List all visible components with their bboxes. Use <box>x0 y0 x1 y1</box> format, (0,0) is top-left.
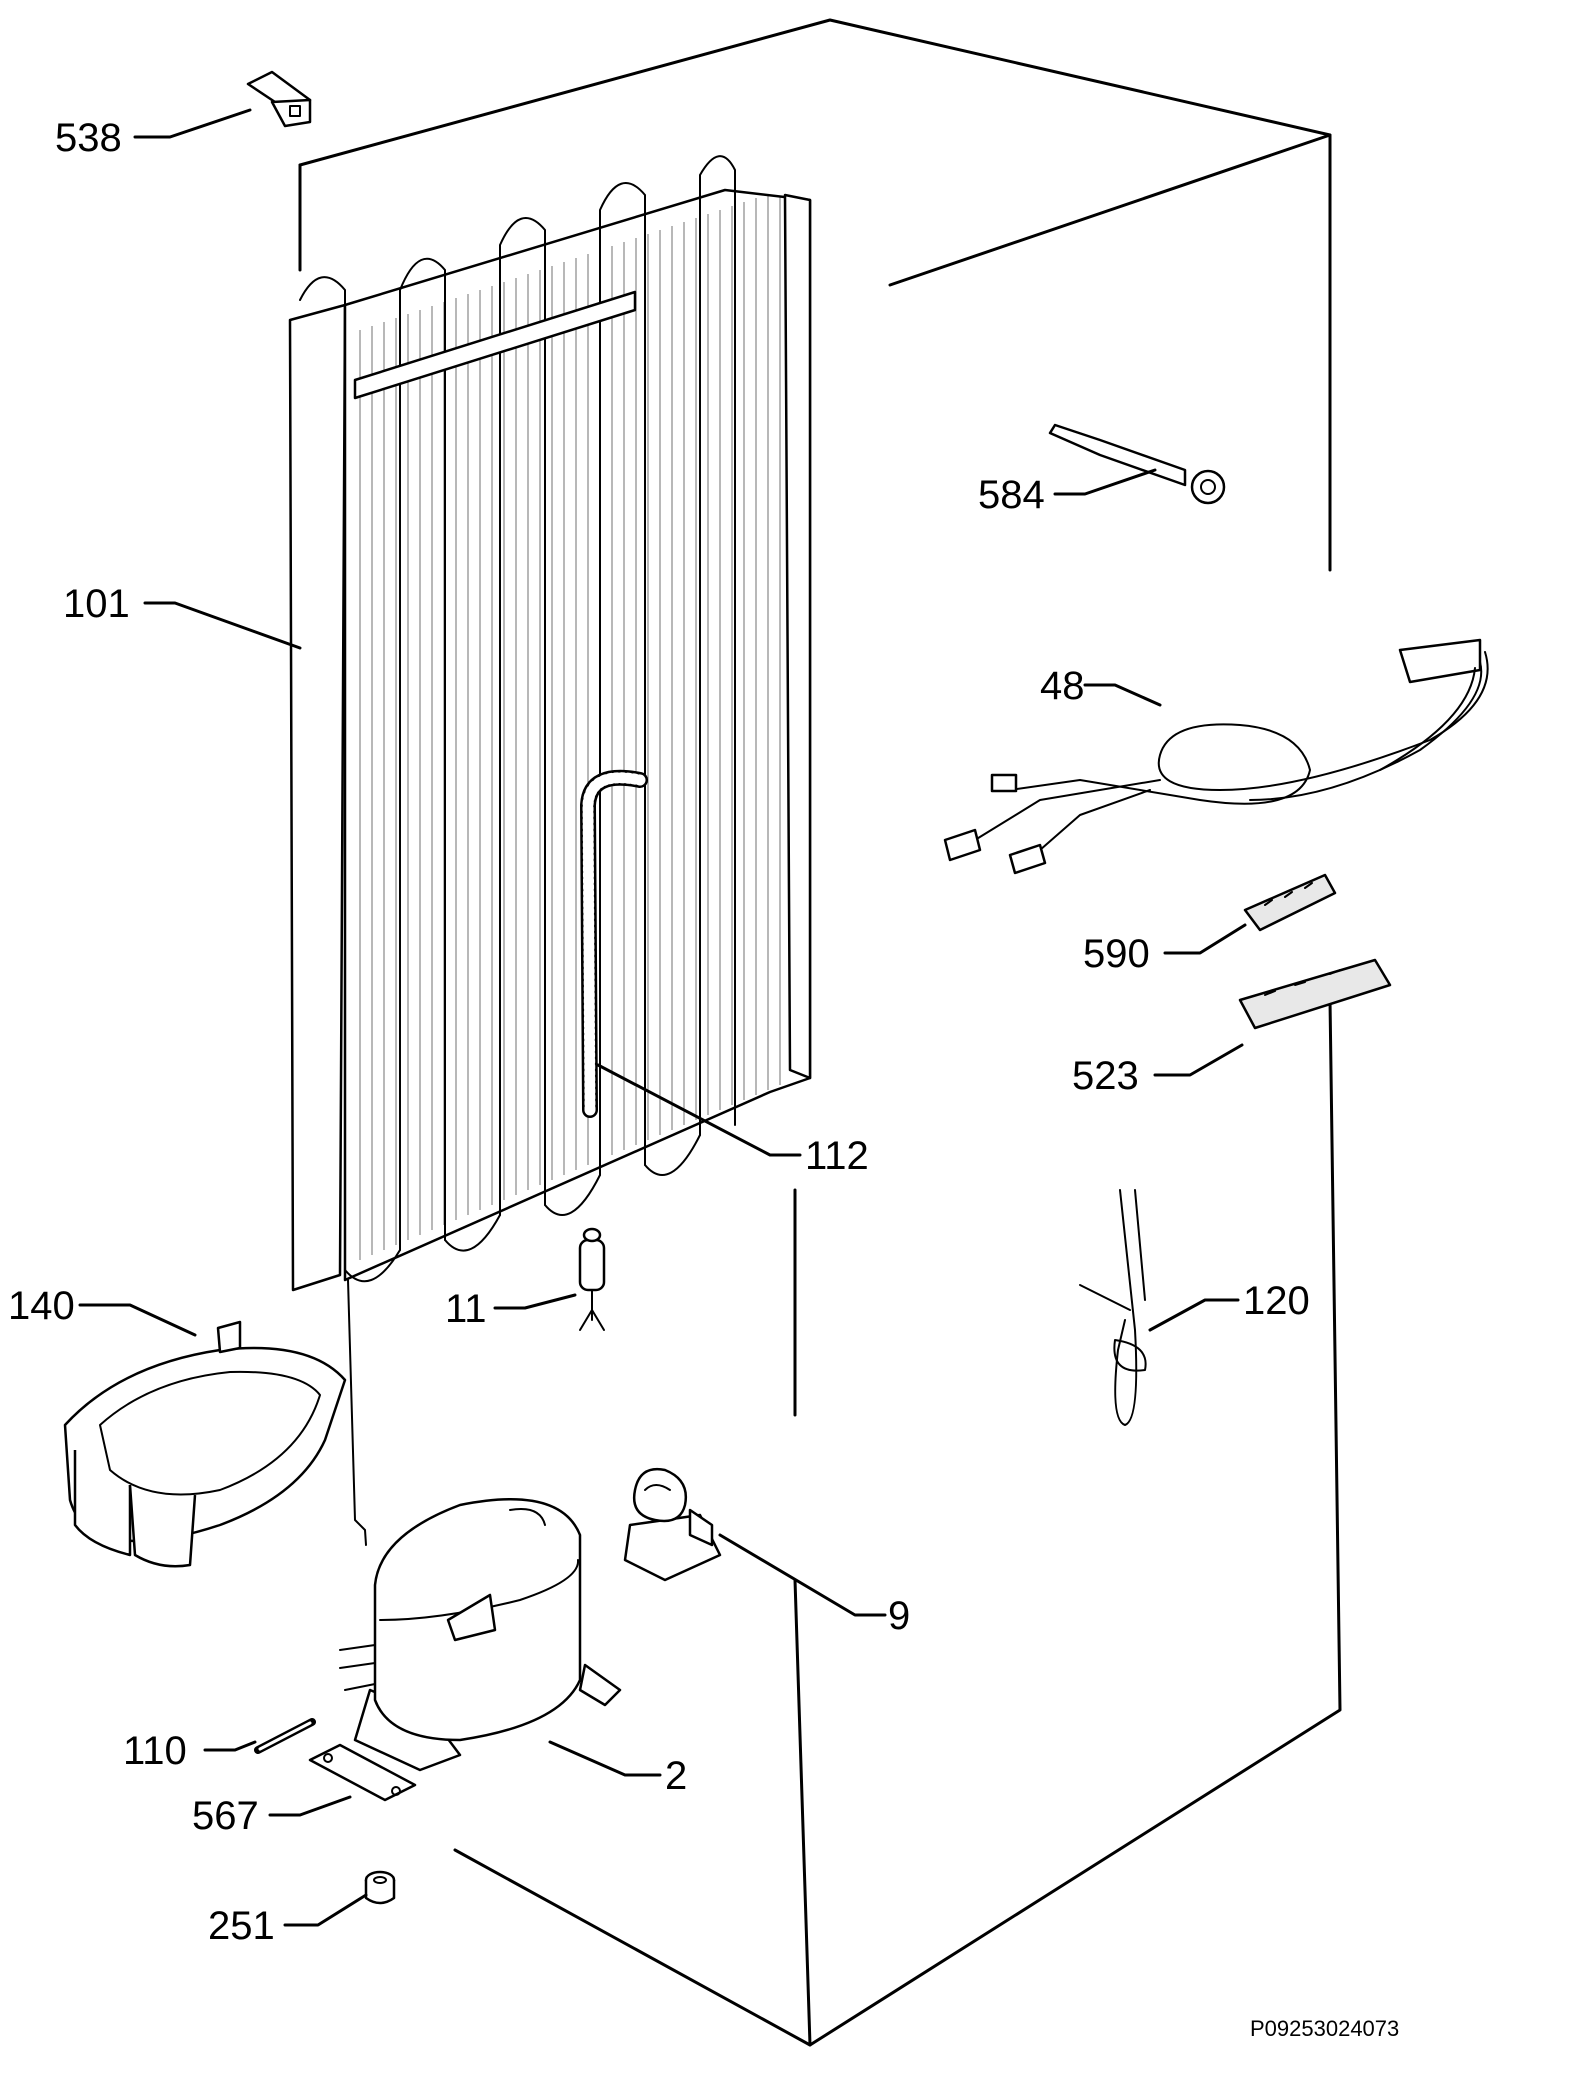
leader-lines <box>78 108 1247 1927</box>
callout-584: 584 <box>978 473 1045 517</box>
callout-labels: 538 101 584 48 590 523 112 140 11 120 9 … <box>8 116 1310 1948</box>
part-9-drawing <box>623 1467 722 1582</box>
callout-590: 590 <box>1083 932 1150 976</box>
part-140-drawing <box>63 1320 347 1568</box>
cabinet-outline <box>298 18 1342 2047</box>
callout-110: 110 <box>123 1729 187 1773</box>
callout-538: 538 <box>55 116 122 160</box>
part-538-drawing <box>246 70 312 128</box>
part-110-drawing-inner <box>258 1721 312 1751</box>
callout-48: 48 <box>1040 664 1085 708</box>
part-590-drawing <box>1243 873 1337 932</box>
part-11-drawing <box>578 1227 606 1331</box>
callout-9: 9 <box>888 1594 910 1638</box>
callout-101: 101 <box>63 582 130 626</box>
part-2-drawing <box>339 1498 622 1772</box>
part-584-drawing <box>1048 423 1226 505</box>
callout-567: 567 <box>192 1794 259 1838</box>
part-48-drawing <box>943 638 1489 875</box>
callout-112: 112 <box>805 1134 869 1178</box>
callout-251: 251 <box>208 1904 275 1948</box>
callout-2: 2 <box>665 1754 687 1798</box>
callout-523: 523 <box>1072 1054 1139 1098</box>
condenser-part <box>288 155 812 1292</box>
part-567-drawing <box>308 1743 417 1802</box>
connection-pipe <box>347 1279 367 1546</box>
reference-code: P09253024073 <box>1250 2016 1399 2041</box>
callout-140: 140 <box>8 1284 75 1328</box>
part-251-drawing <box>364 1870 396 1905</box>
callout-120: 120 <box>1243 1279 1310 1323</box>
drain-hose-part <box>579 769 648 1118</box>
part-523-drawing <box>1238 958 1392 1030</box>
callout-11: 11 <box>445 1287 487 1331</box>
part-120-drawing <box>1079 1189 1147 1426</box>
